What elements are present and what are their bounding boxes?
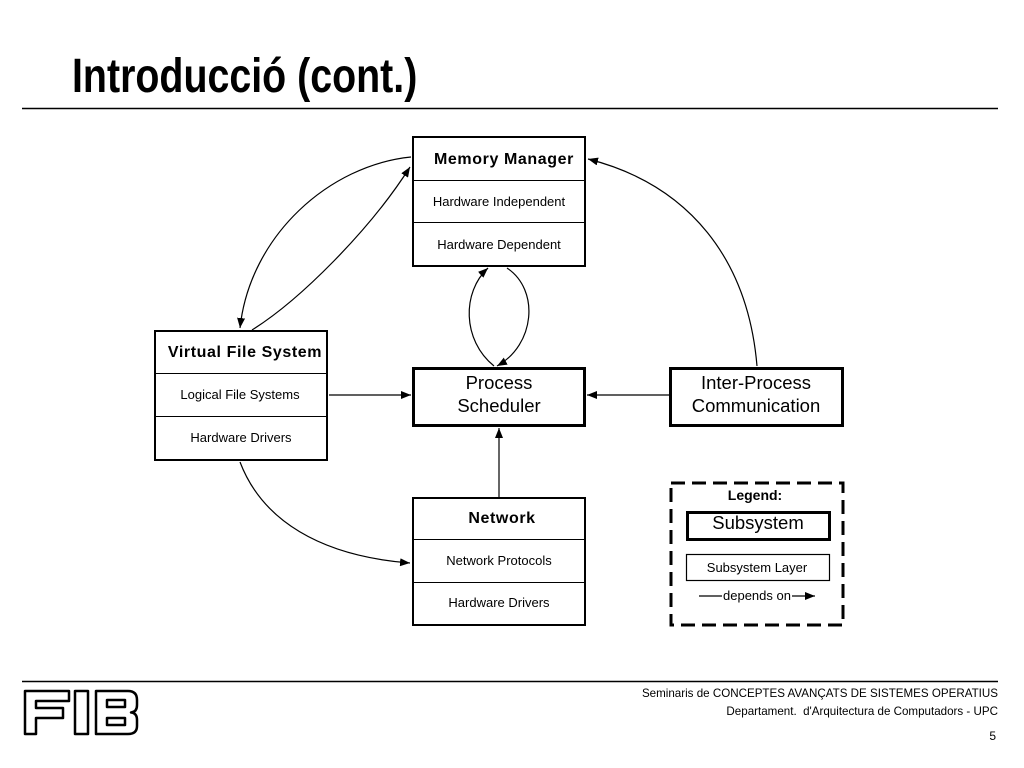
arrow-process-scheduler-to-memory-manager (468, 267, 495, 367)
network-layer: Network Protocols (446, 553, 552, 568)
memory-manager-box: Memory Manager Hardware Independent Hard… (412, 136, 586, 267)
inter-process-communication-frame (669, 367, 844, 427)
process-scheduler-label: Process (466, 372, 533, 393)
process-scheduler-frame (412, 367, 586, 427)
network-frame (412, 497, 586, 626)
arrow-memory-manager-to-vfs (237, 156, 412, 329)
process-scheduler-label: Scheduler (457, 395, 540, 416)
legend-depends-on-label: depends on (723, 588, 791, 603)
page-number: 5 (989, 729, 996, 743)
network-title: Network (468, 510, 535, 527)
virtual-file-system-frame (154, 330, 328, 461)
arrow-memory-manager-to-process-scheduler (496, 267, 530, 367)
inter-process-communication-label: Communication (692, 395, 821, 416)
legend-frame (669, 481, 845, 627)
virtual-file-system-title: Virtual File System (168, 344, 322, 361)
network-box: Network Network Protocols Hardware Drive… (412, 497, 586, 626)
virtual-file-system-layer: Logical File Systems (180, 387, 300, 402)
fib-logo-letter-b (94, 689, 139, 736)
memory-manager-layer: Hardware Dependent (437, 237, 561, 252)
legend-subsystem-label: Subsystem (712, 512, 804, 533)
arrow-ipc-to-memory-manager (587, 157, 758, 367)
memory-manager-layer: Hardware Independent (433, 194, 566, 209)
legend-subsystem-layer-swatch (685, 553, 831, 582)
fib-logo-letter-f (23, 689, 71, 736)
dependency-arrows (237, 156, 758, 567)
footer-department: Departament. d'Arquitectura de Computado… (726, 705, 998, 718)
network-layer: Hardware Drivers (448, 595, 550, 610)
process-scheduler-box: Process Scheduler (412, 367, 586, 427)
memory-manager-frame (412, 136, 586, 267)
legend-subsystem-layer-label: Subsystem Layer (707, 560, 808, 575)
fib-logo-letter-i (73, 689, 90, 736)
inter-process-communication-box: Inter-Process Communication (669, 367, 844, 427)
virtual-file-system-box: Virtual File System Logical File Systems… (154, 330, 328, 461)
fib-logo-letter-b-hole (105, 716, 127, 727)
inter-process-communication-label: Inter-Process (701, 372, 811, 393)
legend-title: Legend: (728, 487, 782, 503)
slide-title: Introducció (cont.) (72, 49, 417, 103)
legend-subsystem-swatch (686, 511, 831, 541)
legend-box: Legend: Subsystem Subsystem Layer depend… (669, 481, 845, 627)
fib-logo-letter-b-hole (105, 698, 127, 709)
fib-logo (23, 689, 139, 736)
arrow-vfs-to-network (239, 461, 411, 567)
arrow-vfs-to-memory-manager (251, 166, 411, 331)
virtual-file-system-layer: Hardware Drivers (190, 430, 292, 445)
footer-seminar-title: Seminaris de CONCEPTES AVANÇATS DE SISTE… (642, 687, 998, 700)
memory-manager-title: Memory Manager (434, 151, 574, 168)
